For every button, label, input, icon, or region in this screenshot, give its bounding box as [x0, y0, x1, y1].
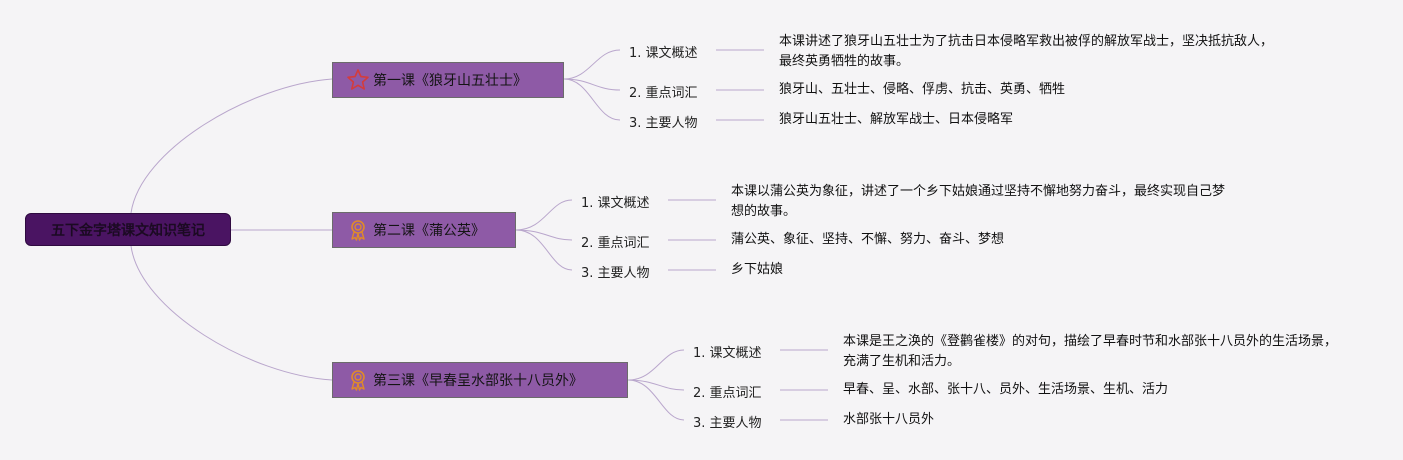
lesson-3-title: 第三课《早春呈水部张十八员外》: [373, 373, 583, 389]
root-topic-title: 五下金字塔课文知识笔记: [51, 222, 205, 239]
connector-l3-item-3: [627, 379, 685, 421]
lesson-1-title: 第一课《狼牙山五壮士》: [373, 73, 527, 89]
lesson-2-characters: 乡下姑娘: [731, 262, 784, 277]
lesson-1-item-3-label[interactable]: 3. 主要人物: [629, 116, 698, 131]
lesson-1-vocabulary: 狼牙山、五壮士、侵略、俘虏、抗击、英勇、牺牲: [779, 82, 1066, 97]
lesson-2-item-1-label[interactable]: 1. 课文概述: [581, 196, 650, 211]
connector-root-lesson-3: [130, 245, 333, 381]
lesson-1-item-2-label[interactable]: 2. 重点词汇: [629, 86, 698, 101]
lesson-1-item-1-label[interactable]: 1. 课文概述: [629, 46, 698, 61]
lesson-3-vocabulary: 早春、呈、水部、张十八、员外、生活场景、生机、活力: [843, 382, 1169, 397]
lesson-3-characters: 水部张十八员外: [843, 412, 935, 427]
lesson-3-item-1-label[interactable]: 1. 课文概述: [693, 346, 762, 361]
lesson-2-item-3-label[interactable]: 3. 主要人物: [581, 266, 650, 281]
lesson-2-summary: 本课以蒲公英为象征，讲述了一个乡下姑娘通过坚持不懈地努力奋斗，最终实现自己梦想的…: [731, 184, 1226, 219]
lesson-2-node[interactable]: 第二课《蒲公英》: [332, 212, 516, 248]
lesson-3-summary: 本课是王之涣的《登鹳雀楼》的对句，描绘了早春时节和水部张十八员外的生活场景，充满…: [843, 334, 1338, 369]
connector-l2-item-1: [515, 199, 573, 231]
award-ribbon-icon: [345, 217, 371, 243]
lesson-2-item-2-label[interactable]: 2. 重点词汇: [581, 236, 650, 251]
lesson-1-summary: 本课讲述了狼牙山五壮士为了抗击日本侵略军救出被俘的解放军战士，坚决抵抗敌人，最终…: [779, 34, 1274, 69]
connector-root-lesson-1: [130, 78, 333, 214]
star-icon: [345, 67, 371, 93]
connector-l3-item-1: [627, 349, 685, 381]
connector-l1-item-3: [563, 78, 621, 121]
lesson-2-title: 第二课《蒲公英》: [373, 223, 485, 239]
connector-l1-item-1: [563, 49, 621, 80]
lesson-3-item-2-label[interactable]: 2. 重点词汇: [693, 386, 762, 401]
lesson-3-node[interactable]: 第三课《早春呈水部张十八员外》: [332, 362, 628, 398]
connector-l2-item-3: [515, 229, 573, 271]
award-ribbon-icon: [345, 367, 371, 393]
lesson-1-characters: 狼牙山五壮士、解放军战士、日本侵略军: [779, 112, 1014, 127]
lesson-3-item-3-label[interactable]: 3. 主要人物: [693, 416, 762, 431]
lesson-1-node[interactable]: 第一课《狼牙山五壮士》: [332, 62, 564, 98]
lesson-2-vocabulary: 蒲公英、象征、坚持、不懈、努力、奋斗、梦想: [731, 232, 1005, 247]
root-topic[interactable]: 五下金字塔课文知识笔记: [25, 213, 231, 246]
